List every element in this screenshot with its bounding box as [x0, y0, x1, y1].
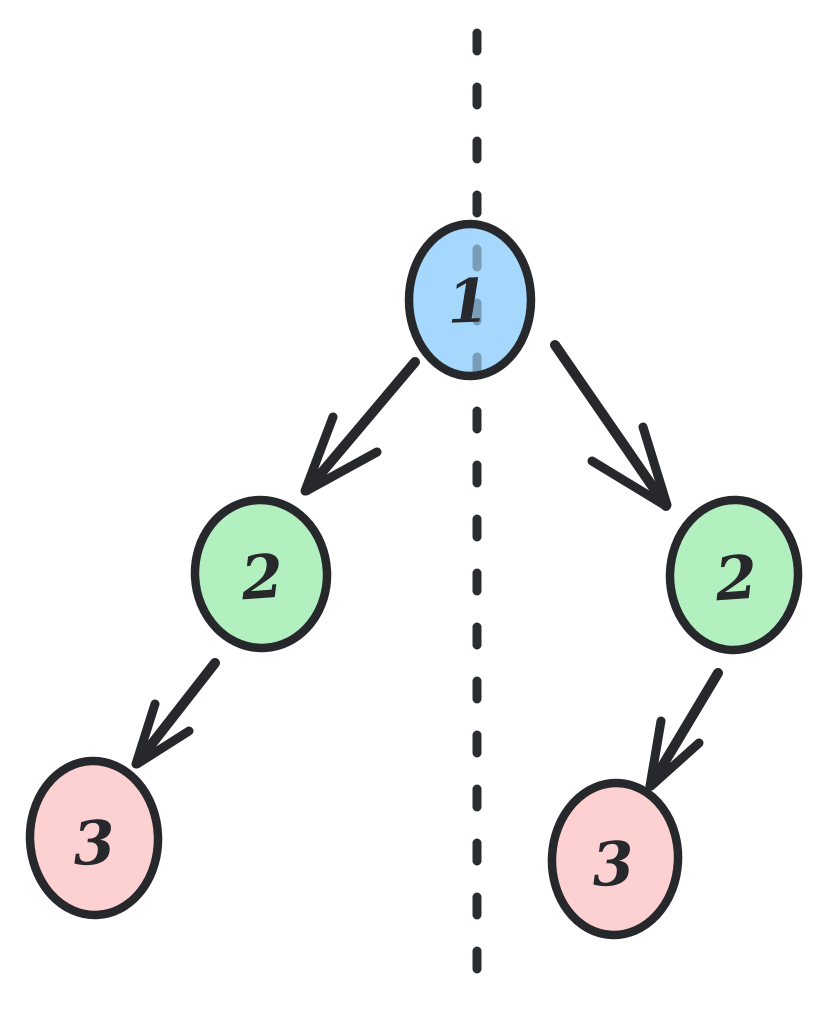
- node-left-child-label: 2: [238, 542, 286, 615]
- node-right-grandchild: 3: [547, 778, 683, 940]
- node-left-child-circle: [190, 495, 332, 653]
- node-root: 1: [404, 219, 536, 381]
- arrowhead-barb: [132, 726, 194, 769]
- node-right-child: 2: [665, 495, 803, 655]
- node-right-grandchild-label: 3: [590, 829, 635, 901]
- node-root-circle: [404, 219, 536, 381]
- node-right-child-label: 2: [712, 543, 760, 616]
- node-left-grandchild-circle: [25, 756, 163, 920]
- arrow-root-to-left-child: [300, 357, 420, 496]
- arrow-shaft: [132, 658, 220, 768]
- arrowhead-barb: [300, 412, 338, 496]
- arrow-left-child-to-left-grandchild: [131, 658, 220, 769]
- arrowhead-barb: [301, 447, 382, 496]
- node-left-grandchild: 3: [25, 756, 163, 920]
- arrowhead-barb: [638, 422, 672, 510]
- arrow-shaft: [302, 357, 420, 495]
- node-right-child-circle: [665, 495, 803, 655]
- arrow-root-to-right-child: [550, 340, 672, 511]
- node-root-label: 1: [446, 266, 490, 337]
- arrowhead-barb: [587, 456, 671, 511]
- node-right-grandchild-circle: [547, 778, 683, 940]
- node-left-grandchild-label: 3: [71, 808, 116, 880]
- arrowhead-barb: [131, 699, 160, 769]
- arrow-shaft: [646, 668, 723, 790]
- node-left-child: 2: [190, 495, 332, 653]
- arrow-right-child-to-right-grandchild: [645, 668, 723, 791]
- arrowhead-barb: [645, 716, 666, 791]
- arrow-shaft: [550, 340, 671, 511]
- arrowhead-barb: [646, 738, 704, 791]
